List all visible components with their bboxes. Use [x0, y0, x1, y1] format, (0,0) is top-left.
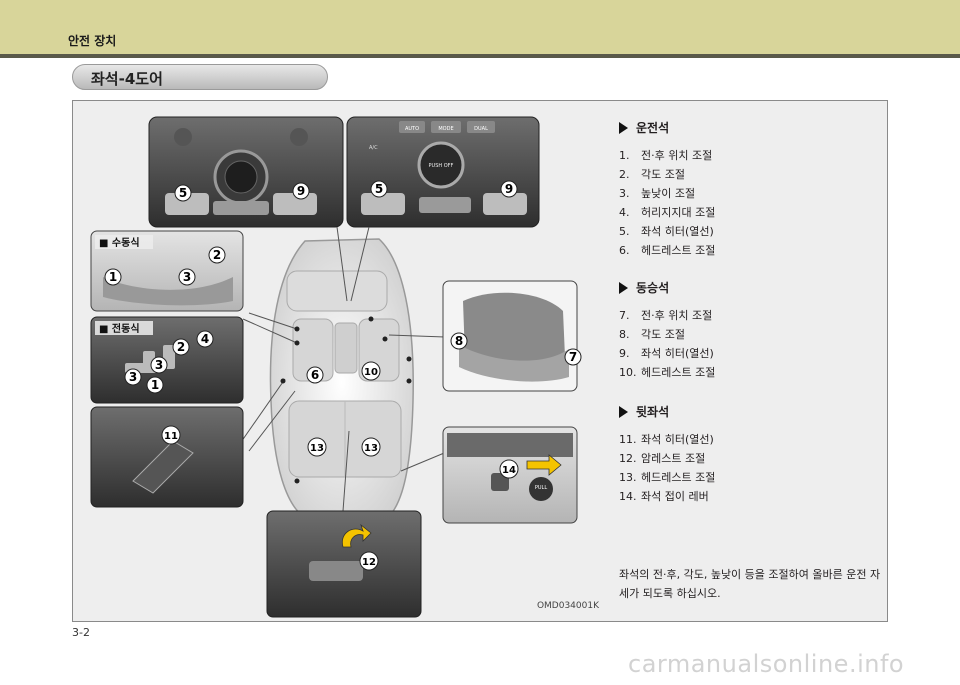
dual-label: DUAL: [474, 126, 488, 132]
svg-text:3: 3: [155, 358, 163, 372]
callout-3: 3: [178, 268, 196, 286]
list-item: 1.전·후 위치 조절: [619, 149, 713, 162]
svg-text:4: 4: [201, 332, 209, 346]
callout-2-power: 2: [172, 338, 190, 356]
triangle-bullet-icon: [619, 405, 628, 418]
pull-label: PULL: [535, 485, 547, 491]
rear-item-list: 11.좌석 히터(열선) 12.암레스트 조절 13.헤드레스트 조절 14.좌…: [619, 430, 715, 506]
main-panel: AUTO MODE DUAL A/C PUSH OFF: [72, 100, 888, 622]
driver-item-list: 1.전·후 위치 조절 2.각도 조절 3.높낮이 조절 4.허리지지대 조절 …: [619, 146, 715, 260]
image-code: OMD034001K: [536, 601, 599, 611]
manual-label: ■ 수동식: [99, 236, 140, 249]
callout-9: 9: [292, 182, 310, 200]
driver-section: 운전석 1.전·후 위치 조절 2.각도 조절 3.높낮이 조절 4.허리지지대…: [619, 119, 715, 260]
svg-text:1: 1: [151, 378, 159, 392]
climate-panel-right: AUTO MODE DUAL A/C PUSH OFF: [346, 116, 540, 228]
power-seat-inset: ■ 전동식: [90, 316, 244, 404]
callout-7: 7: [564, 348, 582, 366]
callout-1: 1: [104, 268, 122, 286]
svg-text:8: 8: [455, 334, 463, 348]
leader-lines: [238, 226, 450, 512]
ac-label: A/C: [369, 145, 378, 151]
power-label: ■ 전동식: [99, 322, 140, 335]
callout-5: 5: [174, 184, 192, 202]
list-item: 9.좌석 히터(열선): [619, 347, 714, 360]
triangle-bullet-icon: [619, 121, 628, 134]
passenger-item-list: 7.전·후 위치 조절 8.각도 조절 9.좌석 히터(열선) 10.헤드레스트…: [619, 306, 715, 382]
svg-text:6: 6: [311, 368, 319, 382]
callout-6: 6: [306, 366, 324, 384]
rear-section: 뒷좌석 11.좌석 히터(열선) 12.암레스트 조절 13.헤드레스트 조절 …: [619, 403, 715, 506]
callout-2: 2: [208, 246, 226, 264]
svg-text:13: 13: [310, 443, 324, 454]
callout-4: 4: [196, 330, 214, 348]
list-item: 5.좌석 히터(열선): [619, 225, 714, 238]
seat-illustration: AUTO MODE DUAL A/C PUSH OFF: [90, 116, 582, 618]
callout-13-right: 13: [361, 437, 381, 457]
car-top-view: [269, 238, 414, 527]
svg-text:5: 5: [375, 182, 383, 196]
callouts: 1 2 3 4 5 6 7 8 9 10 11 12 13 13 14 5 9 …: [104, 180, 582, 571]
svg-text:3: 3: [129, 370, 137, 384]
svg-text:9: 9: [505, 182, 513, 196]
list-item: 3.높낮이 조절: [619, 187, 696, 200]
callout-10: 10: [361, 361, 381, 381]
driver-heading: 운전석: [619, 119, 715, 136]
climate-panel-left: [148, 116, 344, 228]
callout-12: 12: [359, 551, 379, 571]
section-title: 좌석-4도어: [91, 70, 163, 88]
watermark: carmanualsonline.info: [628, 650, 905, 678]
svg-text:2: 2: [213, 248, 221, 262]
callout-14: 14: [499, 459, 519, 479]
callout-8: 8: [450, 332, 468, 350]
chapter-title: 안전 장치: [68, 34, 117, 48]
callout-9-right: 9: [500, 180, 518, 198]
callout-13-left: 13: [307, 437, 327, 457]
list-item: 8.각도 조절: [619, 328, 685, 341]
push-off-label: PUSH OFF: [429, 163, 454, 169]
section-title-pill: 좌석-4도어: [72, 64, 328, 90]
adjustment-note: 좌석의 전·후, 각도, 높낮이 등을 조절하여 올바른 운전 자세가 되도록 …: [619, 568, 881, 600]
svg-text:10: 10: [364, 367, 378, 378]
passenger-seat-inset: [442, 280, 578, 392]
list-item: 13.헤드레스트 조절: [619, 471, 716, 484]
manual-seat-inset: ■ 수동식: [90, 230, 244, 312]
svg-text:14: 14: [502, 465, 516, 476]
list-item: 2.각도 조절: [619, 168, 685, 181]
rear-door-inset: [90, 406, 244, 508]
triangle-bullet-icon: [619, 281, 628, 294]
auto-label: AUTO: [405, 126, 419, 132]
rear-heading: 뒷좌석: [619, 403, 715, 420]
svg-text:13: 13: [364, 443, 378, 454]
armrest-inset: [266, 510, 422, 618]
leader-dots: [280, 316, 412, 484]
svg-text:11: 11: [164, 431, 178, 442]
header-band: [0, 0, 960, 54]
callout-1-power: 1: [146, 376, 164, 394]
callout-11: 11: [161, 425, 181, 445]
list-item: 12.암레스트 조절: [619, 452, 706, 465]
passenger-section: 동승석 7.전·후 위치 조절 8.각도 조절 9.좌석 히터(열선) 10.헤…: [619, 279, 715, 382]
header-divider: [0, 54, 960, 58]
callout-3-power-a: 3: [150, 356, 168, 374]
svg-text:3: 3: [183, 270, 191, 284]
list-item: 11.좌석 히터(열선): [619, 433, 714, 446]
mode-label: MODE: [438, 126, 453, 132]
list-item: 10.헤드레스트 조절: [619, 366, 716, 379]
passenger-heading: 동승석: [619, 279, 715, 296]
page-number: 3-2: [72, 626, 90, 639]
list-item: 6.헤드레스트 조절: [619, 244, 716, 257]
list-item: 14.좌석 접이 레버: [619, 490, 709, 503]
list-item: 4.허리지지대 조절: [619, 206, 716, 219]
svg-text:7: 7: [569, 350, 577, 364]
list-item: 7.전·후 위치 조절: [619, 309, 713, 322]
svg-text:1: 1: [109, 270, 117, 284]
svg-text:5: 5: [179, 186, 187, 200]
callout-5-right: 5: [370, 180, 388, 198]
callout-3-power-b: 3: [124, 368, 142, 386]
svg-text:2: 2: [177, 340, 185, 354]
svg-text:9: 9: [297, 184, 305, 198]
svg-text:12: 12: [362, 557, 376, 568]
